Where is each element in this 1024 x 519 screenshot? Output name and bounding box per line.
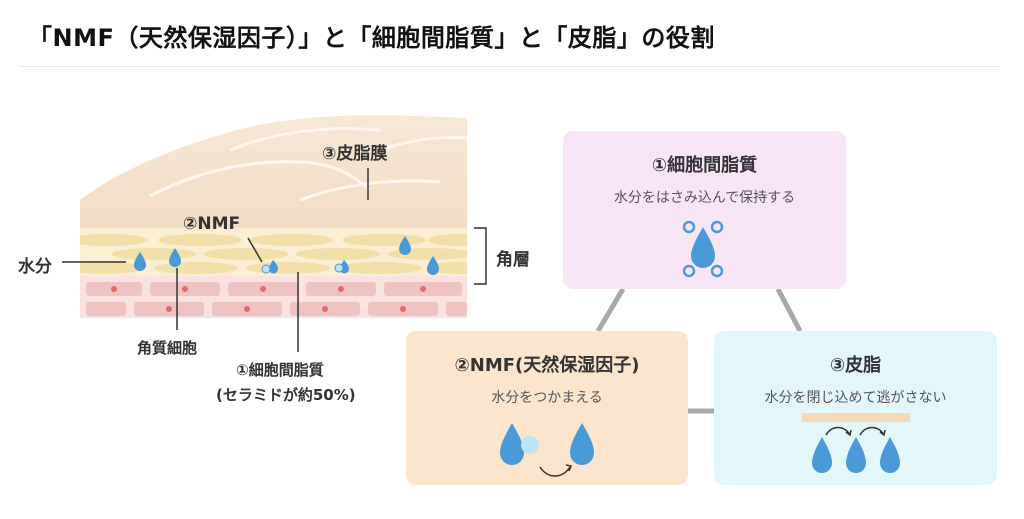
label-water: 水分 bbox=[18, 257, 52, 277]
role-title: ③皮脂 bbox=[829, 355, 882, 376]
nmf-molecule-icon bbox=[261, 263, 344, 274]
role-description: 水分をつかまえる bbox=[491, 390, 603, 406]
title-divider bbox=[18, 66, 1000, 67]
leader-lines bbox=[62, 168, 487, 352]
label-stratum-corneum: 角層 bbox=[496, 250, 530, 270]
label-corneocyte: 角質細胞 bbox=[137, 339, 198, 357]
role-card-nmf: ②NMF(天然保湿因子) 水分をつかまえる bbox=[406, 331, 688, 485]
sebum-seal-water-icon bbox=[802, 413, 910, 473]
skin-fold-line bbox=[229, 127, 381, 152]
label-nmf: ②NMF bbox=[183, 214, 241, 234]
label-sebum-film: ③皮脂膜 bbox=[322, 144, 388, 164]
label-ceramide-ratio: (セラミドが約50%) bbox=[216, 386, 356, 404]
lipid-hold-water-icon bbox=[682, 220, 724, 278]
role-card-intercellular-lipid: ①細胞間脂質 水分をはさみ込んで保持する bbox=[563, 131, 846, 289]
skin-fold-line bbox=[149, 160, 372, 198]
role-title: ②NMF(天然保湿因子) bbox=[454, 355, 640, 376]
sebum-film-layer bbox=[80, 115, 467, 232]
role-card-sebum: ③皮脂 水分を閉じ込めて逃がさない bbox=[714, 331, 997, 485]
role-description: 水分をはさみ込んで保持する bbox=[613, 190, 796, 206]
role-description: 水分を閉じ込めて逃がさない bbox=[764, 390, 947, 406]
skin-fold-line bbox=[299, 179, 441, 202]
nmf-catch-water-icon bbox=[500, 423, 594, 477]
role-title: ①細胞間脂質 bbox=[651, 155, 758, 176]
skin-fold-line bbox=[379, 136, 467, 152]
cell-nuclei bbox=[111, 286, 426, 312]
label-intercellular-lipid: ①細胞間脂質 bbox=[236, 361, 324, 379]
page-title: 「NMF（天然保湿因子）」と「細胞間脂質」と「皮脂」の役割 bbox=[28, 24, 715, 52]
water-drop-icon bbox=[134, 236, 439, 275]
